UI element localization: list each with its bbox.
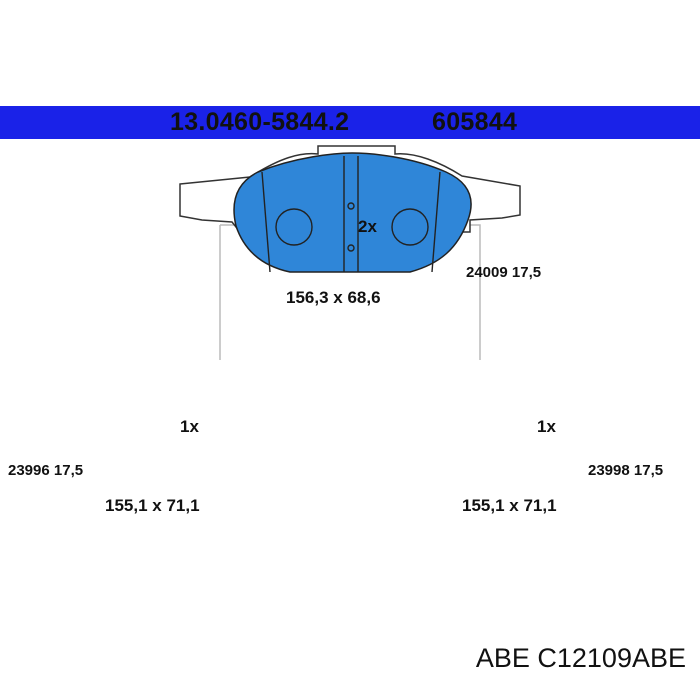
pad-top-sensor: 24009 17,5 [466,264,542,281]
pad-right-qty: 1x [537,417,556,436]
pad-right-dimensions: 155,1 x 71,1 [462,496,557,515]
pad-top-qty: 2x [358,217,377,236]
pad-top-friction [233,152,472,273]
pad-left-dimensions: 155,1 x 71,1 [105,496,200,515]
pad-right-sensor: 23998 17,5 [588,462,664,479]
pad-left-sensor: 23996 17,5 [8,462,84,479]
reference-number: 605844 [432,108,518,136]
brand-article-label: ABE C12109ABE [475,643,686,673]
pad-top-dimensions: 156,3 x 68,6 [286,288,381,307]
pad-top [179,145,521,273]
header-banner [0,106,700,139]
pad-left-qty: 1x [180,417,199,436]
part-number: 13.0460-5844.2 [170,108,350,136]
